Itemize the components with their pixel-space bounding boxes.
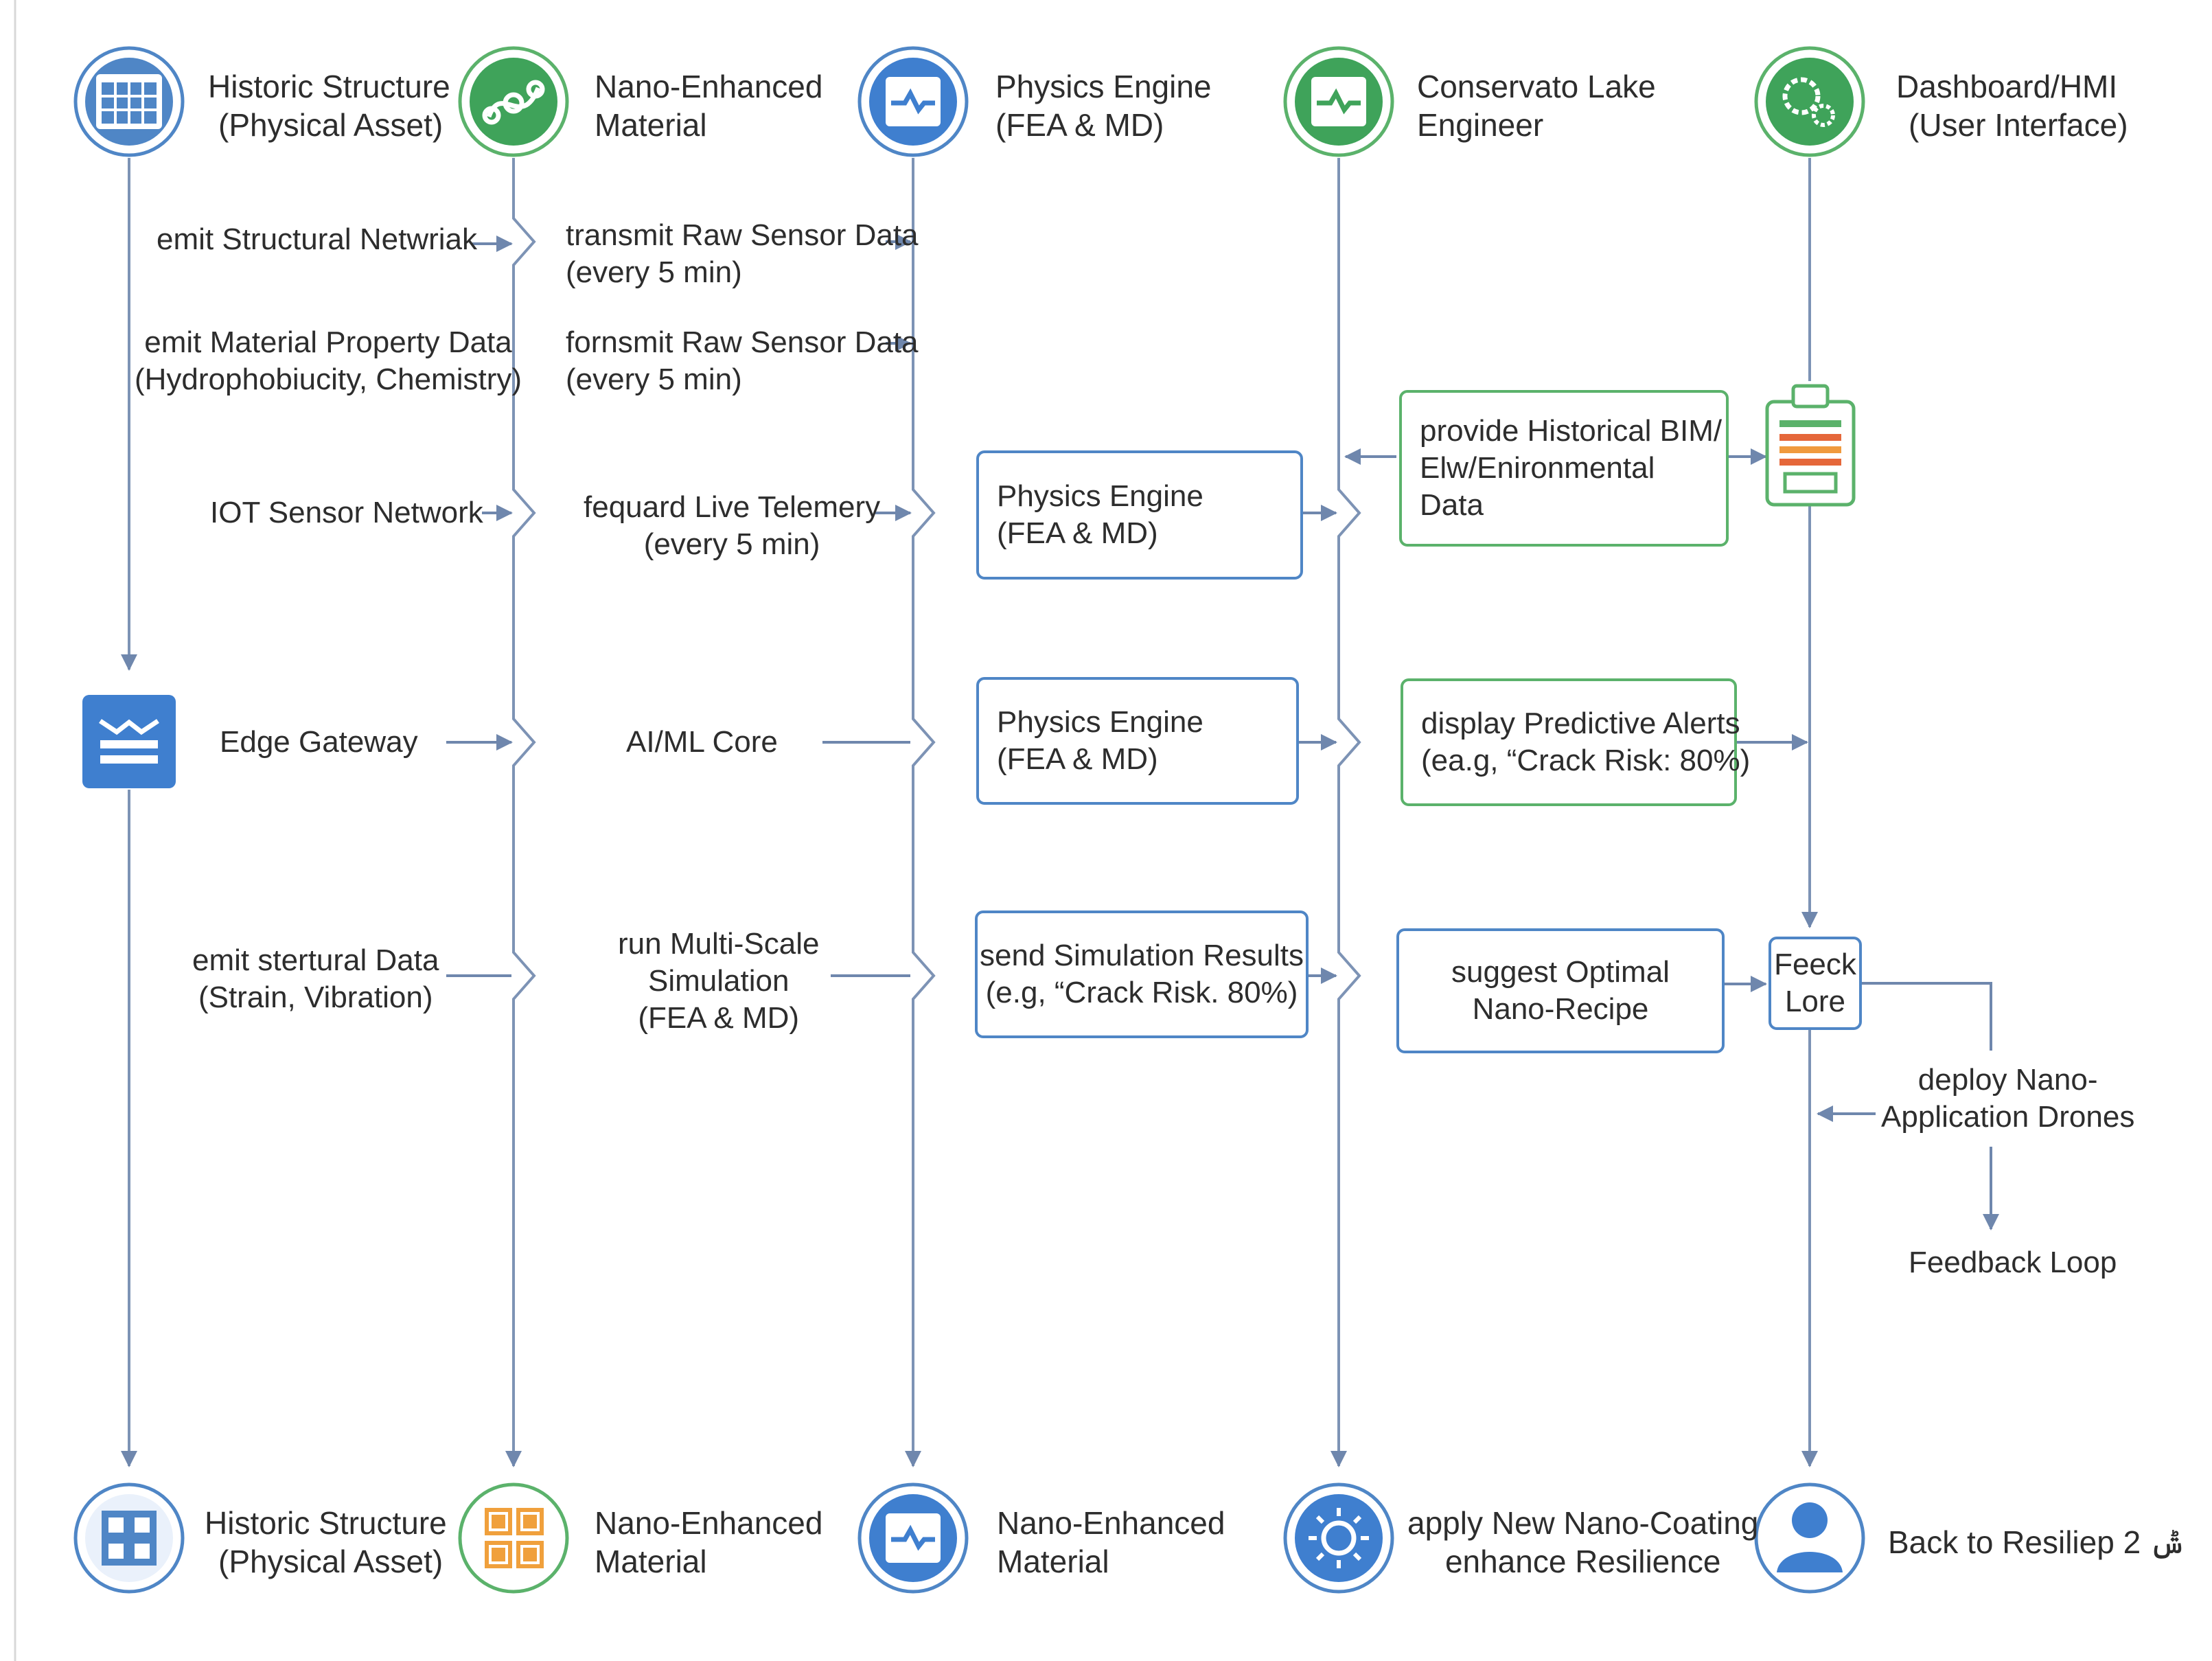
box-simulation-results: send Simulation Results(e.g, “Crack Risk… xyxy=(975,910,1309,1038)
user-icon xyxy=(1754,1482,1865,1594)
message-fornsmit-raw: fornsmit Raw Sensor Data(every 5 min) xyxy=(566,325,919,396)
material-tiles-icon xyxy=(458,1482,569,1594)
edge-gateway-icon xyxy=(82,695,176,788)
molecule-icon xyxy=(458,46,569,157)
message-edge-gateway: Edge Gateway xyxy=(220,725,418,759)
gear-sun-icon xyxy=(1283,1482,1394,1594)
arrow-feedback-out xyxy=(1862,982,1992,1051)
lane-title-physics-engine: Physics Engine(FEA & MD) xyxy=(995,69,1212,143)
box-physics-engine-2: Physics Engine(FEA & MD) xyxy=(976,677,1299,805)
lane-title-dashboard: Dashboard/HMI(User Interface) xyxy=(1896,69,2128,143)
lifeline-physics-engine xyxy=(905,158,936,1467)
waveform-icon xyxy=(1283,46,1394,157)
message-transmit-raw: transmit Raw Sensor Data(every 5 min) xyxy=(566,218,919,289)
message-feedback-loop: Feedback Loop xyxy=(1909,1246,2117,1279)
clipboard-icon xyxy=(1765,384,1856,507)
message-material-property: emit Material Property Data(Hydrophobiuc… xyxy=(135,325,522,396)
box-predictive-alerts: display Predictive Alerts(ea.g, “Crack R… xyxy=(1401,678,1750,806)
message-emit-structural: emit Structural Netwriak xyxy=(157,222,478,256)
box-physics-engine-1: Physics Engine(FEA & MD) xyxy=(976,450,1303,580)
footer-historic-structure: Historic Structure(Physical Asset) xyxy=(205,1505,447,1579)
message-structural-data: emit stertural Data(Strain, Vibration) xyxy=(192,943,439,1014)
calendar-grid-icon xyxy=(73,46,185,157)
gears-icon xyxy=(1754,46,1865,157)
lifeline-nano-material xyxy=(505,158,536,1467)
message-ai-ml-core: AI/ML Core xyxy=(626,725,778,759)
footer-back-to-resilience: Back to Resiliep ݰ 2 xyxy=(1888,1524,2187,1560)
lane-title-historic-structure: Historic Structure(Physical Asset) xyxy=(208,69,450,143)
lifeline-engineer xyxy=(1330,158,1361,1467)
message-deploy-drones: deploy Nano-Application Drones xyxy=(1881,1063,2135,1134)
message-live-telemetry: fequard Live Telemery(every 5 min) xyxy=(584,490,881,561)
waveform-icon xyxy=(857,46,969,157)
structure-grid-icon xyxy=(73,1482,185,1594)
waveform-icon xyxy=(857,1482,969,1594)
message-iot-network: IOT Sensor Network xyxy=(210,496,483,529)
